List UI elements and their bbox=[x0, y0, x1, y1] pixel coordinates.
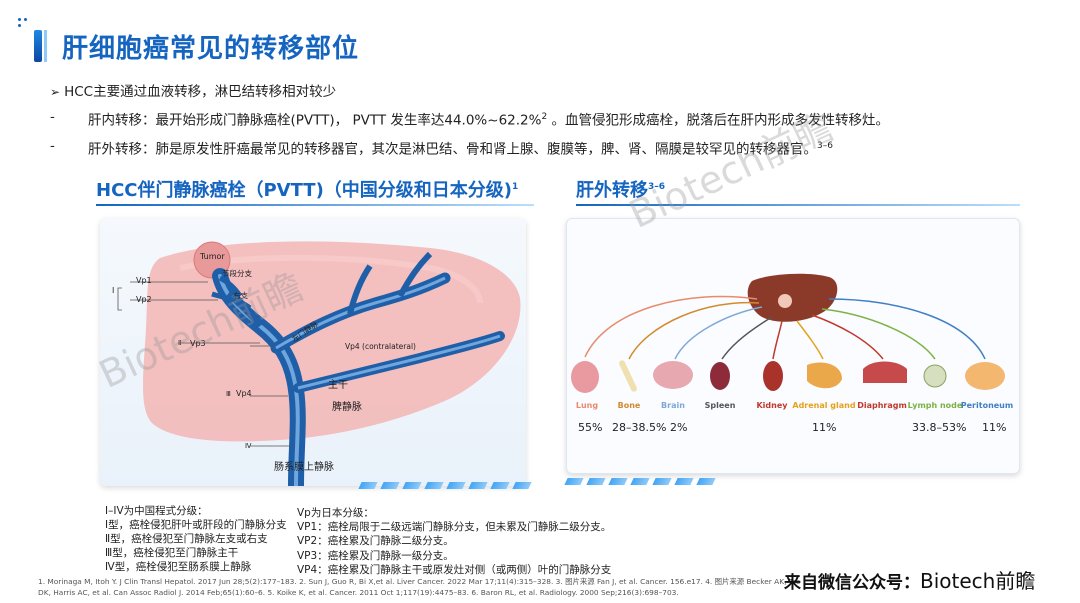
title-accent-bar bbox=[34, 30, 42, 62]
legend-line: Ⅲ型，癌栓侵犯至门静脉主干 bbox=[105, 546, 287, 560]
bullet-lead-text: HCC主要通过血液转移，淋巴结转移相对较少 bbox=[64, 80, 336, 105]
bullet-item-text: 肝内转移：最开始形成门静脉癌栓(PVTT)， PVTT 发生率达44.0%~62… bbox=[88, 105, 889, 134]
right-vein-label: 右支 bbox=[233, 290, 248, 301]
metastasis-diagram bbox=[567, 219, 1020, 474]
legend-chinese: I–IV为中国程式分级： Ⅰ型，癌栓侵犯肝叶或肝段的门静脉分支 Ⅱ型，癌栓侵犯至… bbox=[105, 504, 287, 574]
vp4-label: Vp4 bbox=[236, 389, 252, 398]
legend-heading: Vp为日本分级： bbox=[297, 506, 611, 520]
splenic-vein-label: 脾静脉 bbox=[332, 398, 362, 413]
decor-dots bbox=[18, 18, 32, 28]
legend-line: VP1：癌栓局限于二级远端门静脉分支，但未累及门静脉二级分支。 bbox=[297, 520, 611, 534]
legend-line: Ⅰ型，癌栓侵犯肝叶或肝段的门静脉分支 bbox=[105, 518, 287, 532]
extrahepatic-section-title: 肝外转移3–6 bbox=[576, 176, 665, 202]
pct-peritoneum: 11% bbox=[982, 421, 1006, 434]
vp1-label: Vp1 bbox=[136, 276, 152, 285]
bullet-item-text: 肝外转移：肺是原发性肝癌最常见的转移器官，其次是淋巴结、骨和肾上腺、腹膜等，脾、… bbox=[88, 134, 833, 163]
legend-line: VP4：癌栓累及门静脉主干或原发灶对侧（或两侧）叶的门静脉分支 bbox=[297, 563, 611, 577]
roman-4-label: Ⅳ bbox=[245, 442, 251, 450]
pct-bone: 28–38.5% bbox=[612, 421, 666, 434]
vp4-contralateral-label: Vp4 (contralateral) bbox=[345, 342, 416, 351]
pvtt-section-title: HCC伴门静脉癌栓（PVTT)（中国分级和日本分级)1 bbox=[96, 176, 518, 202]
metastasis-panel bbox=[566, 218, 1020, 474]
dash-marker: - bbox=[50, 134, 88, 163]
roman-3-label: Ⅲ bbox=[226, 390, 231, 398]
bullet-item: - 肝外转移：肺是原发性肝癌最常见的转移器官，其次是淋巴结、骨和肾上腺、腹膜等，… bbox=[50, 134, 1060, 163]
section-underline bbox=[576, 204, 1020, 206]
legend-heading: I–IV为中国程式分级： bbox=[105, 504, 287, 518]
section-underline bbox=[96, 204, 534, 206]
smv-label: 肠系膜上静脉 bbox=[274, 458, 334, 473]
pct-lung: 55% bbox=[578, 421, 602, 434]
source-credit: 来自微信公众号：Biotech前瞻 bbox=[784, 565, 1035, 594]
legend-japanese: Vp为日本分级： VP1：癌栓局限于二级远端门静脉分支，但未累及门静脉二级分支。… bbox=[297, 506, 611, 577]
legend-line: VP3：癌栓累及门静脉一级分支。 bbox=[297, 549, 611, 563]
arrow-icon: ➢ bbox=[50, 80, 60, 105]
references: 1. Morinaga M, Itoh Y. J Clin Transl Hep… bbox=[38, 576, 808, 598]
decor-stripes bbox=[360, 482, 530, 489]
main-trunk-label: 主干 bbox=[328, 376, 348, 391]
title-accent-bar-thin bbox=[44, 30, 47, 62]
tumor-label: Tumor bbox=[200, 252, 225, 261]
decor-stripes bbox=[566, 478, 714, 485]
pct-adrenal: 11% bbox=[812, 421, 836, 434]
legend-line: Ⅳ型，癌栓侵犯至肠系膜上静脉 bbox=[105, 560, 287, 574]
citation: 3–6 bbox=[817, 141, 833, 151]
page-title: 肝细胞癌常见的转移部位 bbox=[62, 28, 359, 65]
organ-label-peritoneum: Peritoneum bbox=[952, 401, 1022, 410]
roman-1-label: Ⅰ bbox=[112, 286, 114, 295]
legend-line: Ⅱ型，癌栓侵犯至门静脉左支或右支 bbox=[105, 532, 287, 546]
pct-brain: 2% bbox=[670, 421, 687, 434]
bullet-list: ➢ HCC主要通过血液转移，淋巴结转移相对较少 - 肝内转移：最开始形成门静脉癌… bbox=[50, 80, 1060, 162]
bullet-lead: ➢ HCC主要通过血液转移，淋巴结转移相对较少 bbox=[50, 80, 1060, 105]
pct-lymph: 33.8–53% bbox=[912, 421, 966, 434]
legend-line: VP2：癌栓累及门静脉二级分支。 bbox=[297, 534, 611, 548]
vp2-label: Vp2 bbox=[136, 295, 152, 304]
dash-marker: - bbox=[50, 105, 88, 134]
segment-branch-label: 节段分支 bbox=[222, 268, 252, 279]
bullet-item: - 肝内转移：最开始形成门静脉癌栓(PVTT)， PVTT 发生率达44.0%~… bbox=[50, 105, 1060, 134]
liver-icon bbox=[748, 274, 838, 322]
pvtt-diagram-panel: Tumor 节段分支 右支 Vp1 Vp2 Ⅰ Ⅱ Vp3 左门静脉 Vp4 (… bbox=[100, 218, 526, 486]
pvtt-diagram bbox=[100, 218, 526, 486]
roman-2-label: Ⅱ bbox=[178, 339, 181, 347]
organ-icons bbox=[571, 359, 1005, 393]
vp3-label: Vp3 bbox=[190, 339, 206, 348]
